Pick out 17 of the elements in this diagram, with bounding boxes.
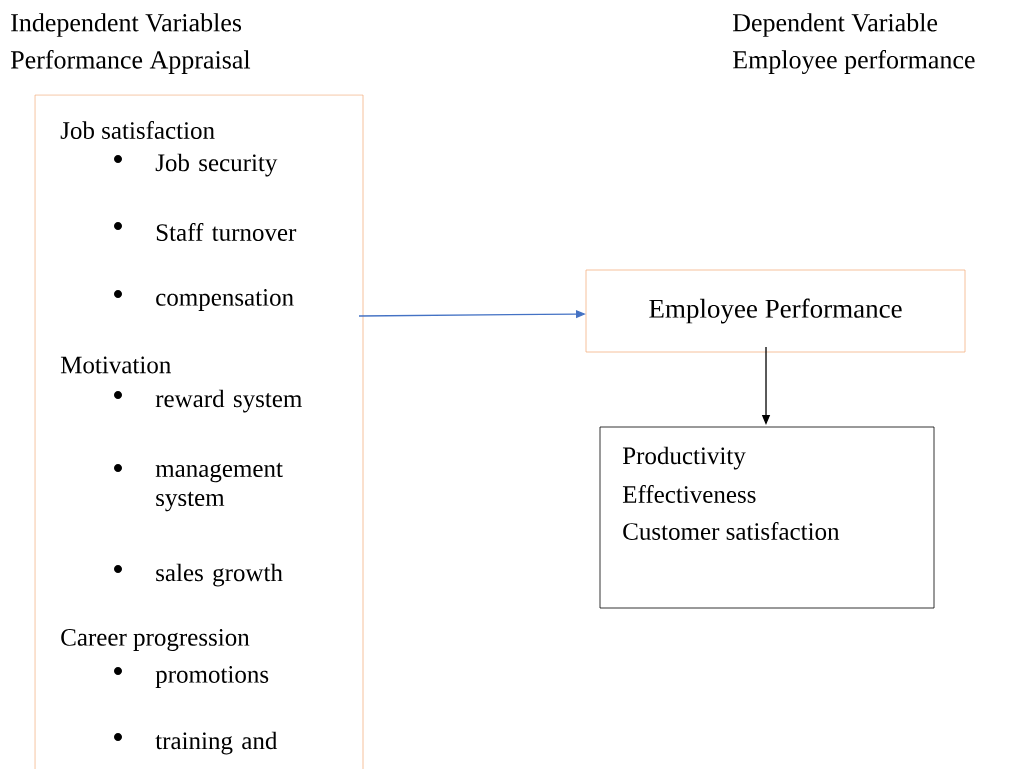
node-label: management system — [155, 462, 283, 512]
heading: Independent Variables — [11, 13, 242, 37]
outcome-box: Productivity Effectiveness Customer satisfaction — [599, 426, 935, 609]
node-label: Job security — [155, 153, 278, 177]
heading: Dependent Variable — [732, 13, 938, 37]
node-label: compensation — [156, 289, 294, 311]
concept-box: Employee Performance — [585, 269, 966, 353]
heading: Employee performance — [732, 50, 975, 74]
list-box: Job satisfaction Job security Staff turnover compensation Motivation reward system management system sales growth Career progression promotions training and — [34, 94, 364, 769]
node-label: reward system — [155, 389, 302, 413]
node-label: training and — [155, 731, 278, 755]
node-label: promotions — [155, 666, 269, 688]
node-label: sales growth — [156, 563, 283, 587]
node-label: Career progression — [61, 629, 250, 651]
node-label: Staff turnover — [156, 223, 297, 241]
node-label: Job satisfaction — [60, 121, 215, 139]
node-label: Motivation — [60, 356, 171, 374]
